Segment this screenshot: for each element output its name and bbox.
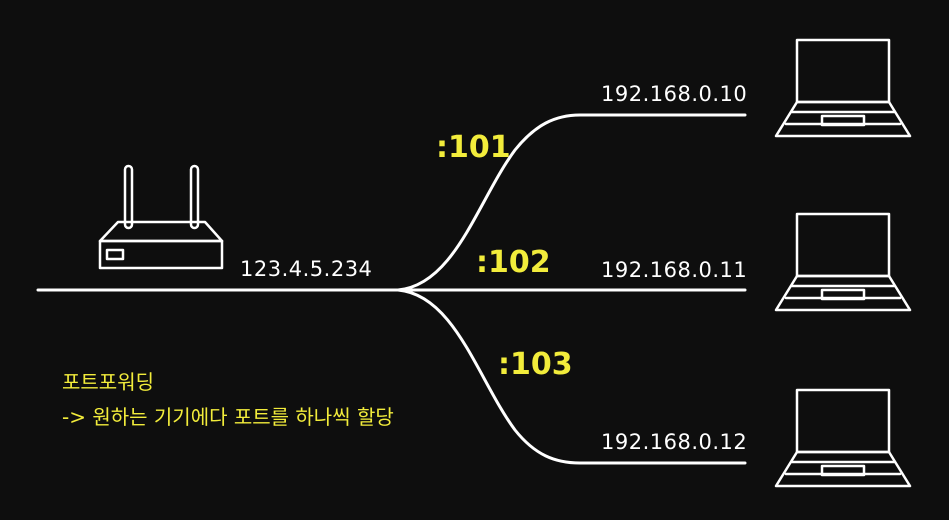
laptop-icon — [774, 388, 912, 488]
port-label-101: :101 — [436, 130, 511, 165]
caption-title: 포트포워딩 — [62, 370, 154, 394]
branch-line-101 — [396, 113, 747, 292]
laptop-icon — [774, 212, 912, 312]
laptop-icon — [774, 38, 912, 138]
caption-description: -> 원하는 기기에다 포트를 하나씩 할당 — [62, 405, 394, 429]
router-icon — [98, 164, 224, 270]
port-label-102: :102 — [476, 245, 551, 280]
branch-line-103 — [396, 288, 747, 465]
port-label-103: :103 — [498, 347, 573, 382]
laptop-ip-label: 192.168.0.11 — [601, 258, 747, 282]
laptop-ip-label: 192.168.0.10 — [601, 82, 747, 106]
router-ip-label: 123.4.5.234 — [240, 257, 372, 281]
laptop-ip-label: 192.168.0.12 — [601, 430, 747, 454]
